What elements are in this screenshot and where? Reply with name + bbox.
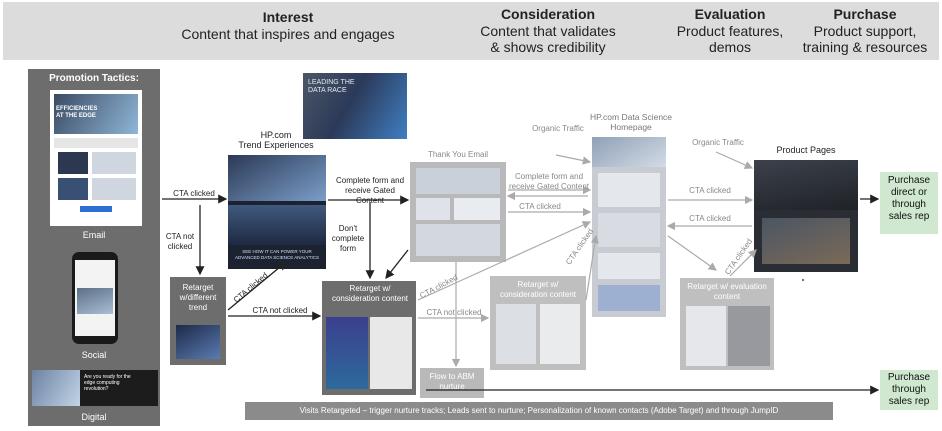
label-cta-clicked-5: CTA clicked bbox=[689, 214, 731, 223]
flow-abm-label: Flow to ABM nurture bbox=[429, 372, 475, 391]
label-cta-not-clicked-2: CTA not clicked bbox=[252, 306, 308, 315]
retarget-consideration-light-label: Retarget w/ consideration content bbox=[499, 280, 577, 299]
stage-consideration-title: Consideration bbox=[500, 6, 596, 22]
product-pages-title: Product Pages bbox=[776, 145, 836, 155]
thank-you-email-title: Thank You Email bbox=[427, 150, 489, 159]
ds-homepage-page[interactable] bbox=[592, 137, 666, 317]
bottom-summary-bar: Visits Retargeted – trigger nurture trac… bbox=[245, 402, 833, 420]
stage-interest-subtitle: Content that inspires and engages bbox=[181, 26, 395, 42]
stage-interest-title: Interest bbox=[262, 9, 314, 25]
label-organic-traffic-2: Organic Traffic bbox=[692, 138, 744, 147]
stage-header-band bbox=[3, 2, 939, 60]
label-complete-form-2: Complete form and receive Gated Content bbox=[508, 172, 590, 192]
ad-line1: LEADING THE bbox=[308, 79, 355, 86]
label-cta-not-clicked-1a: CTA not bbox=[165, 232, 195, 241]
arrow-organic-to-product bbox=[715, 151, 754, 169]
stage-purchase-line2: training & resources bbox=[802, 39, 928, 55]
label-complete-form-1a: Complete form and bbox=[335, 176, 405, 185]
label-cta-not-clicked-1: CTA not clicked bbox=[162, 232, 198, 252]
stage-purchase-title: Purchase bbox=[833, 6, 897, 22]
label-dont-complete-b: complete bbox=[331, 234, 365, 243]
ad-line2: DATA RACE bbox=[308, 87, 347, 94]
retarget-evaluation-box: Retarget w/ evaluation content bbox=[680, 278, 774, 370]
social-label: Social bbox=[81, 350, 107, 360]
stage-purchase-line1: Product support, bbox=[813, 23, 917, 39]
email-thumb-line2: AT THE EDGE bbox=[56, 113, 96, 119]
label-cta-not-clicked-1b: clicked bbox=[167, 242, 193, 251]
stage-evaluation-line1: Product features, bbox=[676, 23, 784, 39]
stage-evaluation: Evaluation Product features, demos bbox=[666, 6, 794, 55]
stage-evaluation-line2: demos bbox=[708, 39, 752, 55]
flow-abm-nurture-box: Flow to ABM nurture bbox=[420, 368, 484, 398]
stage-consideration-line2: & shows credibility bbox=[490, 39, 606, 55]
stage-consideration-line1: Content that validates bbox=[480, 23, 616, 39]
email-label: Email bbox=[82, 230, 106, 240]
social-phone-thumbnail bbox=[72, 252, 118, 344]
arrow-eval-to-product bbox=[729, 249, 757, 277]
arrow-light-to-homepage bbox=[585, 234, 600, 301]
ds-homepage-title: HP.com Data Science Homepage bbox=[586, 112, 676, 132]
retarget-trend-label: Retarget w/different trend bbox=[179, 283, 217, 312]
retarget-consideration-dark-box: Retarget w/ consideration content bbox=[322, 281, 416, 395]
label-dont-complete: Don't complete form bbox=[330, 224, 366, 254]
label-dont-complete-c: form bbox=[340, 244, 356, 253]
leading-data-race-ad: LEADING THE DATA RACE bbox=[303, 73, 407, 139]
stage-consideration: Consideration Content that validates & s… bbox=[458, 6, 638, 55]
purchase-direct-line3: through bbox=[892, 199, 926, 210]
retarget-consideration-dark-label: Retarget w/ consideration content bbox=[331, 284, 409, 303]
label-cta-clicked-3: CTA clicked bbox=[519, 202, 561, 211]
label-cta-clicked-1: CTA clicked bbox=[173, 189, 215, 198]
arrow-retarget-to-trend bbox=[227, 261, 288, 311]
label-cta-not-clicked-3: CTA not clicked bbox=[426, 308, 482, 317]
trend-title-line1: HP.com bbox=[260, 130, 292, 140]
arrow-retarget-to-homepage bbox=[417, 221, 592, 301]
label-complete-form-2a: Complete form and bbox=[514, 172, 584, 181]
label-complete-form-1: Complete form and receive Gated Content bbox=[330, 176, 410, 206]
stage-evaluation-title: Evaluation bbox=[694, 6, 766, 22]
purchase-rep-box: Purchase through sales rep bbox=[880, 370, 938, 410]
arrow-organic-to-homepage bbox=[555, 154, 592, 165]
label-cta-clicked-4: CTA clicked bbox=[689, 186, 731, 195]
label-complete-form-2b: receive Gated Content bbox=[508, 182, 590, 191]
purchase-rep-line2: through bbox=[892, 384, 926, 395]
promotion-tactics-title: Promotion Tactics: bbox=[49, 73, 139, 84]
trend-thumb-text: SEE HOW IT CAN POWER YOUR ADVANCED DATA … bbox=[235, 249, 319, 260]
digital-thumb-text: Are you ready for the edge computing rev… bbox=[84, 374, 131, 392]
arrow-thankyou-to-retarget bbox=[385, 249, 409, 280]
label-dont-complete-a: Don't bbox=[338, 224, 358, 233]
purchase-direct-line2: direct or bbox=[890, 187, 928, 198]
purchase-direct-line1: Purchase bbox=[887, 175, 931, 186]
retarget-consideration-light-box: Retarget w/ consideration content bbox=[490, 276, 586, 370]
purchase-rep-line3: sales rep bbox=[888, 396, 930, 407]
retarget-different-trend-box: Retarget w/different trend bbox=[170, 277, 226, 365]
trend-experiences-title: HP.com Trend Experiences bbox=[228, 130, 324, 150]
thank-you-email-page[interactable] bbox=[410, 162, 506, 262]
stage-purchase: Purchase Product support, training & res… bbox=[794, 6, 936, 55]
digital-banner-thumbnail: Are you ready for the edge computing rev… bbox=[32, 370, 158, 406]
retarget-evaluation-label: Retarget w/ evaluation content bbox=[687, 282, 767, 301]
stage-interest: Interest Content that inspires and engag… bbox=[160, 9, 416, 42]
arrow-homepage-to-eval bbox=[667, 235, 717, 271]
ds-homepage-line2: Homepage bbox=[610, 122, 652, 132]
product-pages-page[interactable] bbox=[754, 160, 858, 272]
ds-homepage-line1: HP.com Data Science bbox=[589, 112, 673, 122]
trend-title-line2: Trend Experiences bbox=[238, 140, 314, 150]
label-organic-traffic-1: Organic Traffic bbox=[532, 124, 584, 133]
purchase-rep-line1: Purchase bbox=[887, 372, 931, 383]
purchase-direct-line4: sales rep bbox=[888, 211, 930, 222]
label-complete-form-1b: receive Gated Content bbox=[345, 186, 395, 205]
email-thumbnail: EFFICIENCIES AT THE EDGE bbox=[50, 90, 142, 226]
trend-experiences-page[interactable]: SEE HOW IT CAN POWER YOUR ADVANCED DATA … bbox=[228, 155, 326, 269]
purchase-direct-box: Purchase direct or through sales rep bbox=[880, 172, 938, 234]
digital-label: Digital bbox=[81, 412, 107, 422]
email-thumb-line1: EFFICIENCIES bbox=[56, 106, 98, 112]
